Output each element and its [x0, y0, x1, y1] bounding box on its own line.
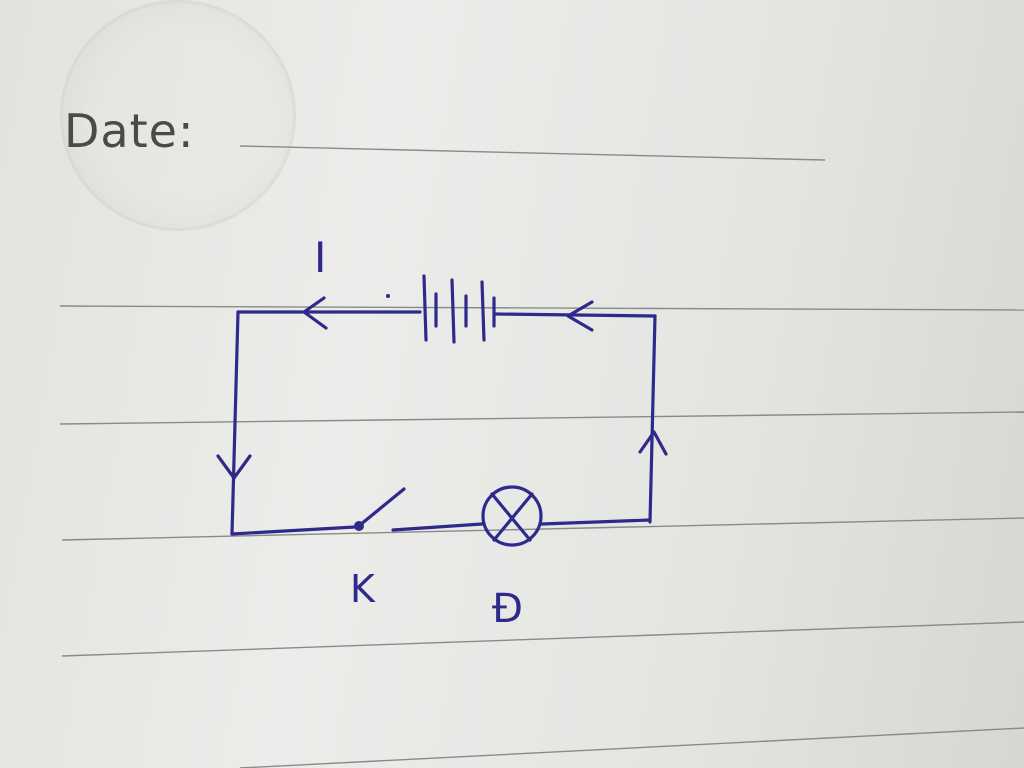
current-arrow-top-right: [566, 300, 594, 332]
wire-bottom-right: [540, 518, 652, 526]
battery-symbol: [422, 274, 496, 344]
ruled-line-3: [61, 517, 1024, 541]
faded-stamp-watermark: [60, 0, 296, 231]
circuit-diagram: I K Đ: [216, 233, 668, 632]
ruled-line-2: [59, 411, 1024, 425]
current-arrow-top-left: [302, 296, 328, 330]
lamp-symbol: [481, 485, 543, 547]
wire-top-right: [494, 312, 657, 318]
switch-symbol: [354, 487, 406, 531]
wire-left: [230, 310, 240, 536]
date-rule: [239, 145, 826, 161]
ruled-line-4: [61, 621, 1024, 657]
switch-label: K: [350, 567, 376, 611]
current-arrow-right: [638, 430, 668, 456]
wire-right: [648, 314, 657, 524]
lamp-label: Đ: [492, 586, 523, 632]
current-arrow-left: [216, 454, 252, 480]
switch-blade: [358, 487, 406, 527]
ruled-lines: [59, 145, 1024, 768]
ruled-line-1: [59, 305, 1024, 311]
wire-bottom-middle: [391, 522, 484, 532]
current-label: I: [314, 233, 326, 282]
ruled-line-5: [239, 727, 1024, 768]
pen-dot: [386, 294, 390, 298]
wire-bottom-left: [230, 525, 357, 536]
date-label: Date:: [64, 104, 195, 158]
